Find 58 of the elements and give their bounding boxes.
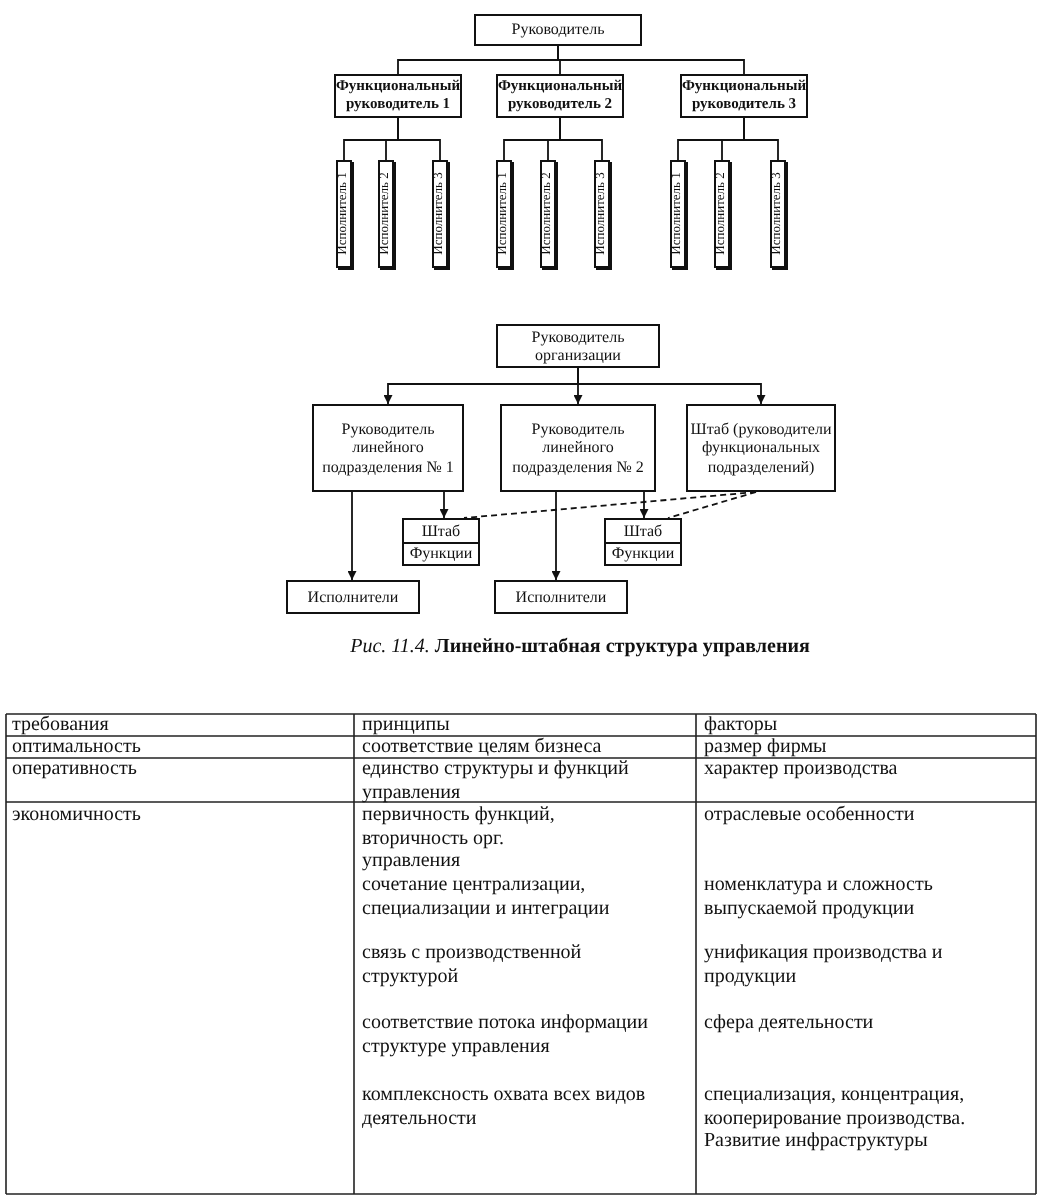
table-cell-text: соответствие потока информации структуре управления xyxy=(362,1012,650,1058)
table-cell-text: соответствие целям бизнеса xyxy=(362,736,604,759)
dashed-connector xyxy=(463,491,757,519)
org-box xyxy=(686,404,836,492)
table-cell-text: сфера деятельности xyxy=(704,1012,876,1035)
box-text: Руководитель линейного подразделения № 1 xyxy=(320,420,456,476)
staff-box xyxy=(402,518,480,566)
staff-box xyxy=(604,518,682,566)
box-text: Штаб xyxy=(621,520,665,541)
executor-box xyxy=(336,160,352,268)
table-cell-text: отраслевые особенности xyxy=(704,804,917,827)
org-box xyxy=(496,324,660,368)
box-text: Функции xyxy=(606,541,680,564)
arrow xyxy=(639,491,649,519)
dashed-connector xyxy=(667,491,757,519)
table-cell-text: унификация производства и продукции xyxy=(704,942,945,988)
table-cell-text: специализация, концентрация, кооперирование производства. Развитие инфраструктуры xyxy=(704,1084,968,1153)
table-cell-text: номенклатура и сложность выпускаемой продукции xyxy=(704,874,935,920)
box-text: Функции xyxy=(404,541,478,564)
box-text: Руководитель организации xyxy=(529,327,627,365)
table-cell-text: сочетание централизации, специализации и интеграции xyxy=(362,874,612,920)
connector-line xyxy=(743,117,779,161)
box-text: Исполнители xyxy=(307,587,399,607)
table-cell-text: оптимальность xyxy=(12,736,143,759)
org-box xyxy=(500,404,656,492)
table-cell-text: комплексность охвата всех видов деятельности xyxy=(362,1084,648,1130)
figure-caption: Рис. 11.4. Линейно-штабная структура управления xyxy=(348,636,812,658)
org-box xyxy=(474,14,642,46)
executor-box xyxy=(496,160,512,268)
box-text: Руководитель линейного подразделения № 2 xyxy=(510,420,646,476)
org-box xyxy=(312,404,464,492)
arrow xyxy=(551,491,561,581)
table-cell-text: связь с производственной структурой xyxy=(362,942,584,988)
executor-box xyxy=(432,160,448,268)
org-box xyxy=(494,580,628,614)
arrow xyxy=(439,491,449,519)
table-cell-text: оперативность xyxy=(12,758,139,781)
table-cell-text: размер фирмы xyxy=(704,736,829,759)
arrow xyxy=(347,491,357,581)
table-cell-text: требования xyxy=(12,714,111,737)
table-cell-text: характер производства xyxy=(704,758,900,781)
connector-line xyxy=(397,117,441,161)
executor-box xyxy=(378,160,394,268)
table-cell-text: экономичность xyxy=(12,804,143,827)
box-text: Штаб xyxy=(419,520,463,541)
org-box xyxy=(286,580,420,614)
executor-box xyxy=(594,160,610,268)
executor-box xyxy=(770,160,786,268)
table-cell-text: принципы xyxy=(362,714,452,737)
box-text: Исполнители xyxy=(515,587,607,607)
table-cell-text: факторы xyxy=(704,714,780,737)
box-text: Штаб (руководители функциональных подразделений) xyxy=(688,420,834,476)
executor-box xyxy=(714,160,730,268)
executor-box xyxy=(670,160,686,268)
connector-line xyxy=(559,117,603,161)
arrow xyxy=(577,367,766,405)
box-text: Руководитель xyxy=(511,20,605,40)
executor-box xyxy=(540,160,556,268)
